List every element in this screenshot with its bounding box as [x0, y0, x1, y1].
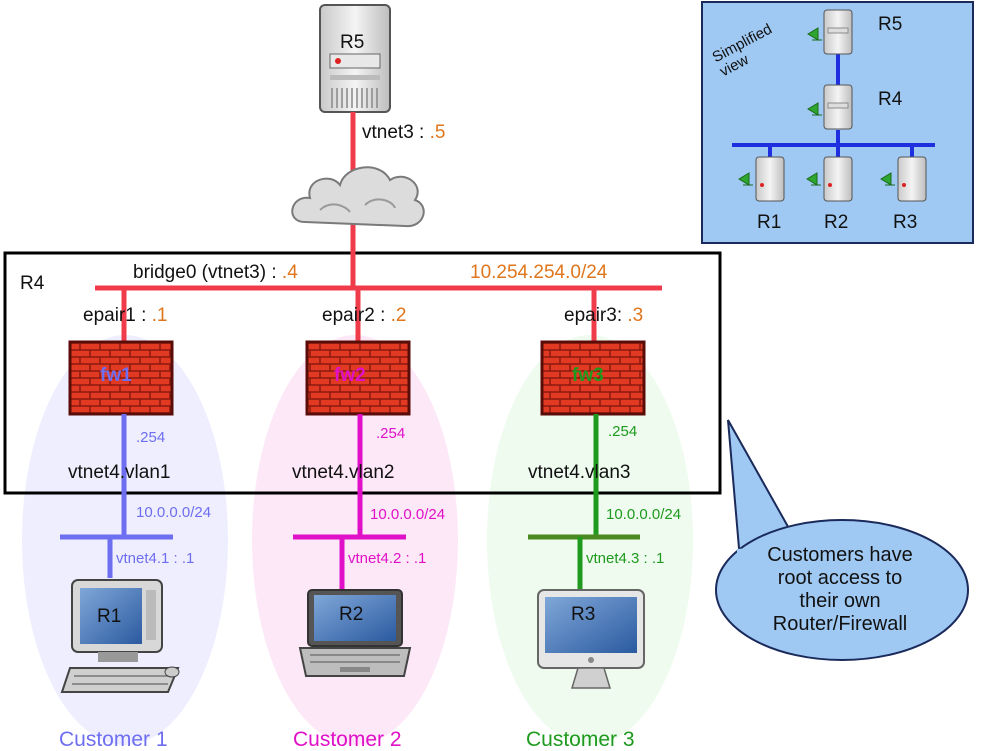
r2-laptop-icon [298, 589, 412, 677]
customer1-label: Customer 1 [59, 728, 168, 751]
sv-r2-router-icon [806, 156, 853, 202]
epair3-label: epair3: .3 [564, 306, 643, 325]
r5-label: R5 [340, 32, 365, 53]
callout-line-4: Router/Firewall [772, 613, 908, 635]
r5-server-icon [319, 4, 391, 113]
callout-bubble [715, 419, 969, 661]
vtnet3-label: vtnet3 : .5 [362, 123, 445, 142]
r1-label: R1 [97, 606, 122, 627]
sv-r2-label: R2 [824, 212, 849, 233]
subnet-top-label: 10.254.254.0/24 [470, 262, 608, 283]
vlan2-label: vtnet4.vlan2 [292, 462, 395, 483]
r4-label: R4 [20, 273, 45, 294]
vlan3-label: vtnet4.vlan3 [528, 462, 631, 483]
simplified-view-panel [701, 1, 974, 244]
callout-text: Customers have root access to their own … [724, 544, 956, 636]
customer2-subnet: 10.0.0.0/24 [370, 506, 446, 523]
sv-r3-router-icon [880, 156, 927, 202]
epair1-name: epair1 : [83, 305, 152, 326]
fw3-label: fw3 [572, 365, 604, 386]
customer2-iface: vtnet4.2 : .1 [348, 550, 427, 567]
callout-line-3: their own [799, 590, 881, 612]
cloud-icon [291, 166, 425, 228]
fw3-firewall-icon [540, 340, 646, 416]
bridge0-addr: .4 [281, 262, 298, 283]
r1-desktop-icon [60, 579, 180, 693]
fw2-ip: .254 [376, 425, 406, 442]
sv-r3-label: R3 [893, 212, 918, 233]
r3-imac-icon [537, 589, 645, 689]
fw2-label: fw2 [334, 365, 366, 386]
vlan1-label: vtnet4.vlan1 [68, 462, 171, 483]
sv-r5-label: R5 [878, 14, 903, 35]
customer2-label: Customer 2 [293, 728, 402, 751]
vtnet3-name: vtnet3 : [362, 122, 430, 143]
callout-line-1: Customers have [767, 544, 913, 566]
customer3-label: Customer 3 [526, 728, 635, 751]
epair2-name: epair2 : [322, 305, 391, 326]
epair2-label: epair2 : .2 [322, 306, 407, 325]
sv-r4-router-icon [807, 84, 853, 130]
epair1-addr: .1 [151, 305, 168, 326]
epair3-name: epair3: [564, 305, 628, 326]
bridge0-name: bridge0 (vtnet3) : [133, 262, 282, 283]
epair2-addr: .2 [390, 305, 407, 326]
fw1-ip: .254 [136, 429, 166, 446]
fw3-ip: .254 [608, 423, 638, 440]
epair3-addr: .3 [627, 305, 644, 326]
fw2-firewall-icon [305, 340, 411, 416]
customer1-subnet: 10.0.0.0/24 [136, 504, 212, 521]
bridge0-label: bridge0 (vtnet3) : .4 [133, 263, 298, 282]
customer2-zone [252, 335, 458, 745]
r3-label: R3 [571, 604, 596, 625]
sv-r1-router-icon [738, 156, 785, 202]
customer3-subnet: 10.0.0.0/24 [606, 506, 682, 523]
customer1-iface: vtnet4.1 : .1 [116, 550, 195, 567]
sv-r1-label: R1 [757, 212, 782, 233]
customer3-iface: vtnet4.3 : .1 [586, 550, 665, 567]
sv-r4-label: R4 [878, 89, 903, 110]
r2-label: R2 [339, 604, 364, 625]
fw1-firewall-icon [68, 340, 174, 416]
sv-r5-router-icon [807, 9, 853, 55]
callout-line-2: root access to [777, 567, 903, 589]
vtnet3-addr: .5 [429, 122, 446, 143]
epair1-label: epair1 : .1 [83, 306, 168, 325]
fw1-label: fw1 [100, 365, 132, 386]
